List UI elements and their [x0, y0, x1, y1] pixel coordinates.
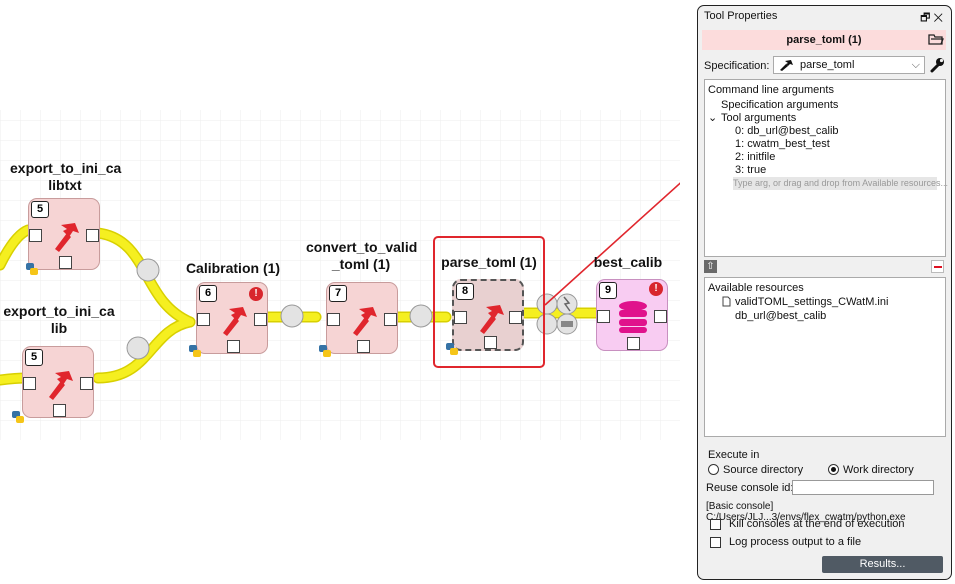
specification-select[interactable]: parse_toml ⌵ [773, 56, 925, 74]
node-calibration[interactable]: 6 ! [196, 282, 268, 354]
file-icon [722, 296, 731, 307]
database-icon [619, 301, 647, 333]
panel-title: Tool Properties [704, 10, 778, 22]
node-number: 6 [199, 285, 217, 302]
node-parse-toml[interactable]: 8 [452, 279, 524, 351]
resource-item[interactable]: validTOML_settings_CWatM.ini [735, 296, 889, 308]
specification-value: parse_toml [800, 59, 855, 71]
command-line-arguments-tree[interactable]: Command line arguments Specification arg… [704, 79, 948, 257]
bottom-port[interactable] [357, 340, 370, 353]
source-directory-label[interactable]: Source directory [723, 464, 804, 476]
hammer-icon [223, 307, 247, 336]
bottom-port[interactable] [227, 340, 240, 353]
node-number: 5 [25, 349, 43, 366]
node-convert-to-valid-toml[interactable]: 7 [326, 282, 398, 354]
wrench-icon[interactable] [929, 57, 945, 73]
command-line-args-title: Command line arguments [708, 84, 834, 96]
python-icon [12, 411, 24, 423]
canvas-grid [0, 110, 680, 440]
python-icon [319, 345, 331, 357]
node-number: 8 [456, 283, 474, 300]
node-number: 7 [329, 285, 347, 302]
input-port[interactable] [454, 311, 467, 324]
tool-arg-item[interactable]: 0: db_url@best_calib [735, 125, 839, 137]
add-arg-placeholder[interactable]: Type arg, or drag and drop from Availabl… [733, 177, 948, 190]
specification-args-item[interactable]: Specification arguments [721, 99, 839, 111]
annotation-arrow [544, 182, 680, 306]
tool-arg-item[interactable]: 2: initfile [735, 151, 776, 163]
reuse-console-label: Reuse console id: [706, 482, 794, 494]
log-output-checkbox[interactable] [710, 537, 721, 548]
output-port[interactable] [654, 310, 667, 323]
hammer-icon [49, 371, 73, 400]
warning-icon[interactable]: ! [249, 287, 263, 301]
canvas-links-layer [0, 110, 680, 440]
expand-icon[interactable]: ⌄ [708, 112, 718, 124]
input-port[interactable] [23, 377, 36, 390]
hammer-icon [55, 223, 79, 252]
python-icon [189, 345, 201, 357]
selection-highlight [433, 236, 545, 368]
resource-item[interactable]: db_url@best_calib [735, 310, 827, 322]
node-number: 5 [31, 201, 49, 218]
node-number: 9 [599, 282, 617, 299]
results-button[interactable]: Results... [822, 556, 943, 573]
bottom-port[interactable] [627, 337, 640, 350]
output-port[interactable] [80, 377, 93, 390]
bottom-port[interactable] [53, 404, 66, 417]
input-port[interactable] [327, 313, 340, 326]
output-port[interactable] [509, 311, 522, 324]
bottom-port[interactable] [484, 336, 497, 349]
node-label-best-calib: best_calib [593, 254, 663, 270]
reuse-console-input[interactable] [792, 480, 934, 495]
hammer-icon [353, 307, 377, 336]
tool-name: parse_toml (1) [786, 34, 862, 46]
output-port[interactable] [254, 313, 267, 326]
node-label-convert: convert_to_valid_toml (1) [306, 239, 418, 272]
output-port[interactable] [384, 313, 397, 326]
source-directory-radio[interactable] [708, 464, 719, 475]
chevron-down-icon: ⌵ [911, 59, 920, 71]
python-icon [446, 343, 458, 355]
execute-in-label: Execute in [708, 449, 760, 461]
panel-header: parse_toml (1) [702, 30, 946, 50]
available-resources-title: Available resources [708, 282, 804, 294]
input-port[interactable] [29, 229, 42, 242]
tool-arg-item[interactable]: 1: cwatm_best_test [735, 138, 830, 150]
input-port[interactable] [197, 313, 210, 326]
tool-properties-panel: Tool Properties 🗗 ✕ parse_toml (1) Speci… [697, 5, 952, 580]
specification-label: Specification: [704, 60, 770, 72]
bottom-port[interactable] [59, 256, 72, 269]
hammer-icon [480, 305, 504, 334]
remove-arg-icon[interactable] [931, 260, 944, 273]
tool-args-item[interactable]: Tool arguments [721, 112, 797, 124]
node-export-to-ini-calibtxt[interactable]: 5 [28, 198, 100, 270]
warning-icon[interactable]: ! [649, 282, 663, 296]
panel-window-controls[interactable]: 🗗 ✕ [920, 12, 943, 24]
output-port[interactable] [86, 229, 99, 242]
work-directory-label[interactable]: Work directory [843, 464, 914, 476]
node-export-to-ini-calib[interactable]: 5 [22, 346, 94, 418]
args-toolbar: ⇧ [704, 259, 946, 275]
link-icons[interactable] [126, 258, 578, 360]
open-folder-icon[interactable] [928, 32, 944, 46]
log-output-label[interactable]: Log process output to a file [729, 536, 862, 548]
hammer-icon [780, 60, 793, 71]
console-info: [Basic console] C:/Users/JLJ...3/envs/fl… [706, 501, 906, 523]
node-best-calib[interactable]: 9 ! [596, 279, 668, 351]
add-arg-icon[interactable]: ⇧ [704, 260, 717, 273]
input-port[interactable] [597, 310, 610, 323]
available-resources-list[interactable]: Available resources validTOML_settings_C… [704, 277, 946, 437]
node-label-calibration: Calibration (1) [185, 260, 281, 276]
work-directory-radio[interactable] [828, 464, 839, 475]
node-label-parse-toml: parse_toml (1) [441, 254, 537, 270]
kill-consoles-checkbox[interactable] [710, 519, 721, 530]
tool-arg-item[interactable]: 3: true [735, 164, 767, 176]
python-icon [26, 263, 38, 275]
kill-consoles-label[interactable]: Kill consoles at the end of execution [729, 518, 905, 530]
